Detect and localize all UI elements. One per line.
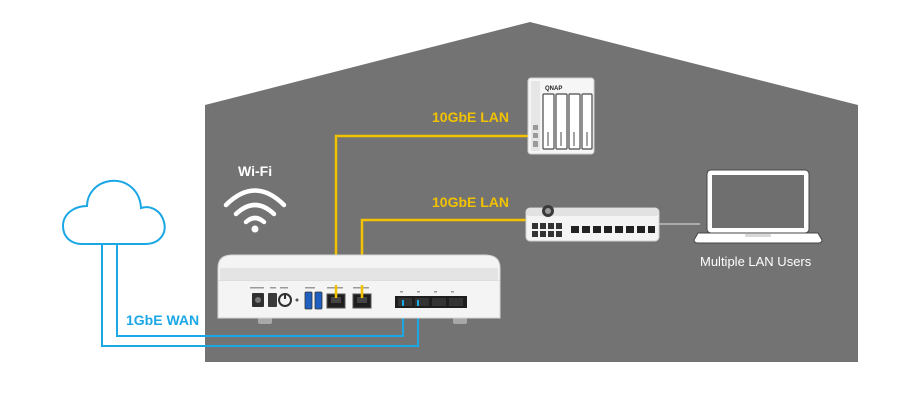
wan-cable-plugs: [402, 300, 419, 306]
nas-link-label: 10GbE LAN: [432, 109, 509, 125]
wifi-icon: [223, 188, 287, 225]
lan-cable-plugs: [334, 285, 364, 298]
users-label: Multiple LAN Users: [700, 254, 812, 269]
router-icon: [217, 254, 501, 324]
switch-icon: [525, 205, 660, 242]
wifi-label: Wi-Fi: [238, 163, 272, 179]
wifi-dot: [251, 225, 259, 233]
nas-brand-logo: QNAP: [545, 86, 562, 92]
switch-link-label: 10GbE LAN: [432, 194, 509, 210]
nas-icon: [527, 77, 595, 155]
cloud-icon: [61, 179, 166, 245]
wan-label: 1GbE WAN: [126, 312, 199, 328]
laptop-icon: [693, 169, 823, 244]
lan-cable-nas: [334, 134, 530, 298]
